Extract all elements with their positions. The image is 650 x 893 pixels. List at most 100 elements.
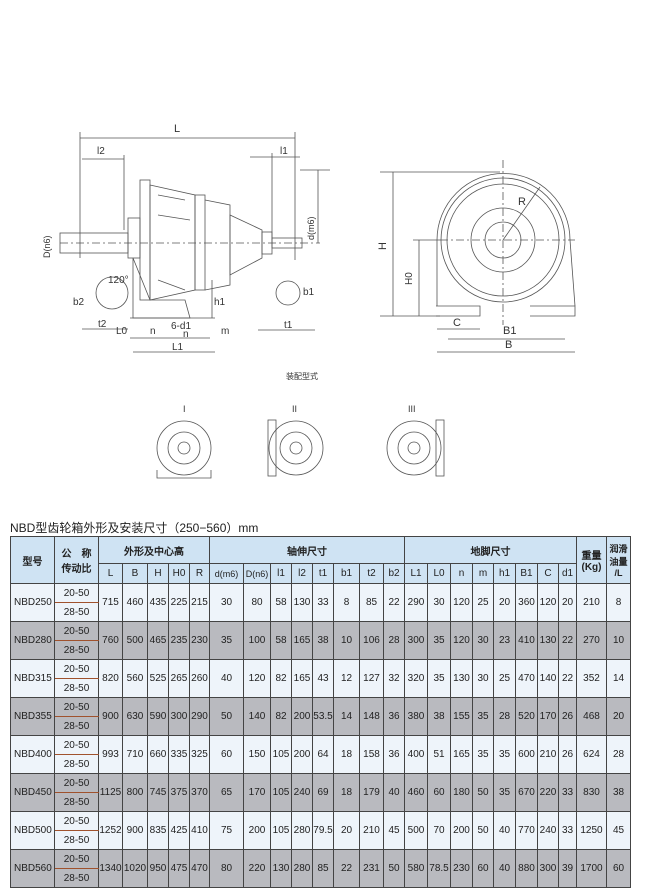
value-cell: 170 [243, 773, 271, 812]
value-cell: 820 [98, 659, 123, 698]
value-cell: 468 [576, 697, 607, 736]
value-cell: 710 [122, 735, 148, 774]
column-header: D(n6) [243, 563, 271, 584]
value-cell: 525 [147, 659, 169, 698]
value-cell: 500 [404, 811, 428, 850]
value-cell: 20 [333, 811, 360, 850]
column-header: H0 [168, 563, 190, 584]
value-cell: 20 [606, 697, 631, 736]
value-cell: 280 [291, 811, 313, 850]
value-cell: 53.5 [312, 697, 334, 736]
value-cell: 1340 [98, 849, 123, 888]
value-cell: 670 [515, 773, 538, 812]
label-H: H [377, 242, 389, 250]
value-cell: 22 [558, 621, 577, 660]
header-weight: 重量 (Kg) [576, 536, 607, 584]
column-header: R [189, 563, 210, 584]
value-cell: 39 [558, 849, 577, 888]
value-cell: 280 [291, 849, 313, 888]
value-cell: 130 [270, 849, 292, 888]
ratio-cell: 20-50 [54, 697, 99, 717]
value-cell: 290 [404, 583, 428, 622]
value-cell: 475 [168, 849, 190, 888]
value-cell: 130 [450, 659, 473, 698]
value-cell: 85 [359, 583, 384, 622]
value-cell: 200 [291, 697, 313, 736]
value-cell: 290 [189, 697, 210, 736]
value-cell: 50 [209, 697, 244, 736]
label-R: R [518, 196, 526, 208]
value-cell: 82 [270, 659, 292, 698]
value-cell: 70 [427, 811, 451, 850]
value-cell: 105 [270, 773, 292, 812]
value-cell: 179 [359, 773, 384, 812]
value-cell: 265 [168, 659, 190, 698]
value-cell: 35 [472, 697, 494, 736]
value-cell: 10 [606, 621, 631, 660]
value-cell: 1700 [576, 849, 607, 888]
value-cell: 950 [147, 849, 169, 888]
value-cell: 1250 [576, 811, 607, 850]
value-cell: 600 [515, 735, 538, 774]
value-cell: 830 [576, 773, 607, 812]
value-cell: 470 [189, 849, 210, 888]
ratio-cell: 20-50 [54, 849, 99, 869]
value-cell: 335 [168, 735, 190, 774]
value-cell: 410 [189, 811, 210, 850]
value-cell: 745 [147, 773, 169, 812]
ratio-cell: 20-50 [54, 735, 99, 755]
table-row-sub: 28-50 [11, 602, 631, 622]
value-cell: 240 [537, 811, 559, 850]
value-cell: 120 [243, 659, 271, 698]
value-cell: 78.5 [427, 849, 451, 888]
table-row-sub: 28-50 [11, 640, 631, 660]
value-cell: 36 [383, 735, 405, 774]
value-cell: 300 [168, 697, 190, 736]
value-cell: 220 [243, 849, 271, 888]
value-cell: 30 [472, 621, 494, 660]
value-cell: 8 [333, 583, 360, 622]
value-cell: 375 [168, 773, 190, 812]
model-cell: NBD250 [10, 583, 55, 622]
column-header: b2 [383, 563, 405, 584]
value-cell: 260 [189, 659, 210, 698]
model-cell: NBD355 [10, 697, 55, 736]
value-cell: 85 [312, 849, 334, 888]
value-cell: 465 [147, 621, 169, 660]
value-cell: 22 [383, 583, 405, 622]
column-header: h1 [493, 563, 516, 584]
value-cell: 210 [576, 583, 607, 622]
value-cell: 120 [537, 583, 559, 622]
column-header: l1 [270, 563, 292, 584]
value-cell: 22 [558, 659, 577, 698]
dimensions-table: 型号 公 称 传动比 外形及中心高 轴伸尺寸 地脚尺寸 重量 (Kg) 润滑 油… [10, 536, 631, 888]
value-cell: 148 [359, 697, 384, 736]
label-B: B [505, 339, 512, 351]
column-header: C [537, 563, 559, 584]
table-title: NBD型齿轮箱外形及安装尺寸（250−560）mm [10, 521, 259, 535]
value-cell: 200 [291, 735, 313, 774]
label-t1: t1 [284, 320, 293, 331]
value-cell: 900 [122, 811, 148, 850]
value-cell: 80 [209, 849, 244, 888]
value-cell: 30 [427, 583, 451, 622]
column-header: L1 [404, 563, 428, 584]
column-header: l2 [291, 563, 313, 584]
value-cell: 360 [515, 583, 538, 622]
value-cell: 590 [147, 697, 169, 736]
value-cell: 22 [333, 849, 360, 888]
value-cell: 140 [243, 697, 271, 736]
value-cell: 40 [493, 849, 516, 888]
value-cell: 400 [404, 735, 428, 774]
drawing-caption: 装配型式 [286, 371, 318, 381]
value-cell: 210 [359, 811, 384, 850]
label-L0: L0 [116, 326, 128, 337]
column-header: B1 [515, 563, 538, 584]
value-cell: 165 [450, 735, 473, 774]
label-H0: H0 [404, 272, 415, 285]
